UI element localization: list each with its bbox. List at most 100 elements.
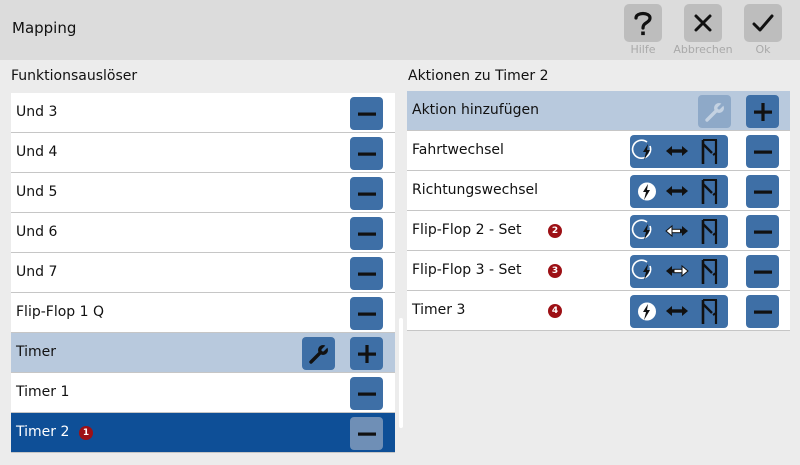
trigger-label: Und 4 [16, 144, 58, 160]
add-timer-button[interactable] [350, 337, 383, 370]
railway-signal-icon [701, 259, 718, 284]
help-button[interactable]: Hilfe [613, 4, 673, 60]
action-label: Richtungswechsel [412, 182, 539, 198]
trigger-label: Timer 2 [16, 424, 70, 440]
action-row[interactable]: Flip-Flop 3 - Set 3 [407, 251, 790, 291]
header-bar: Mapping Hilfe Abbrechen Ok [0, 0, 800, 60]
action-label: Fahrtwechsel [412, 142, 504, 158]
bidirectional-arrow-icon [666, 146, 688, 156]
lightning-icon [631, 139, 652, 160]
remove-trigger-button[interactable] [350, 177, 383, 210]
ok-button[interactable]: Ok [733, 4, 793, 60]
arrow-right-icon [666, 264, 689, 278]
minus-icon [357, 312, 376, 316]
action-mapping-button[interactable] [630, 255, 728, 288]
mapping-icons [638, 299, 718, 324]
ok-label: Ok [755, 43, 771, 56]
add-action-row[interactable]: Aktion hinzufügen [407, 91, 790, 131]
trigger-label: Und 3 [16, 104, 58, 120]
minus-icon [753, 230, 772, 234]
number-badge: 3 [548, 264, 562, 278]
triggers-list: Und 3 Und 4 Und 5 Und 6 Und 7 Flip-Flop … [11, 93, 395, 453]
minus-icon [753, 190, 772, 194]
wrench-icon [308, 343, 329, 364]
bidirectional-arrow-icon [666, 186, 688, 196]
add-action-button[interactable] [746, 95, 779, 128]
lightning-circle-icon [638, 182, 656, 201]
railway-signal-icon [701, 219, 718, 244]
remove-action-button[interactable] [746, 255, 779, 288]
action-row[interactable]: Richtungswechsel [407, 171, 790, 211]
minus-icon [357, 152, 376, 156]
trigger-row[interactable]: Und 4 [11, 133, 395, 173]
minus-icon [753, 270, 772, 274]
trigger-row-selected[interactable]: Timer 2 1 [11, 413, 395, 453]
help-label: Hilfe [630, 43, 656, 56]
remove-action-button[interactable] [746, 215, 779, 248]
action-mapping-button[interactable] [630, 135, 728, 168]
action-row[interactable]: Fahrtwechsel [407, 131, 790, 171]
remove-trigger-button[interactable] [350, 297, 383, 330]
minus-icon [357, 272, 376, 276]
plus-icon [753, 102, 772, 121]
remove-trigger-button[interactable] [350, 137, 383, 170]
cancel-button[interactable]: Abbrechen [673, 4, 733, 60]
page-title: Mapping [12, 19, 77, 37]
trigger-group-timer[interactable]: Timer [11, 333, 395, 373]
close-icon [694, 14, 712, 32]
action-mapping-button[interactable] [630, 175, 728, 208]
remove-trigger-button[interactable] [350, 417, 383, 450]
checkmark-icon [752, 14, 774, 32]
remove-action-button[interactable] [746, 135, 779, 168]
mapping-icons [631, 139, 718, 164]
remove-action-button[interactable] [746, 175, 779, 208]
mapping-icons [631, 259, 718, 284]
mapping-icons [638, 179, 718, 204]
lightning-icon [631, 259, 652, 280]
action-label: Timer 3 [412, 302, 466, 318]
remove-trigger-button[interactable] [350, 97, 383, 130]
trigger-row[interactable]: Und 5 [11, 173, 395, 213]
action-label: Flip-Flop 2 - Set [412, 222, 522, 238]
lightning-icon [631, 219, 652, 240]
actions-list: Aktion hinzufügen Fahrtwechsel [407, 91, 790, 331]
minus-icon [357, 112, 376, 116]
lightning-circle-icon [638, 302, 656, 321]
action-mapping-button[interactable] [630, 215, 728, 248]
railway-signal-icon [701, 179, 718, 204]
remove-trigger-button[interactable] [350, 377, 383, 410]
action-row[interactable]: Timer 3 4 [407, 291, 790, 331]
remove-action-button[interactable] [746, 295, 779, 328]
number-badge: 4 [548, 304, 562, 318]
action-mapping-button[interactable] [630, 295, 728, 328]
minus-icon [753, 150, 772, 154]
plus-icon [357, 344, 376, 363]
number-badge: 1 [79, 426, 93, 440]
number-badge: 2 [548, 224, 562, 238]
trigger-row[interactable]: Flip-Flop 1 Q [11, 293, 395, 333]
railway-signal-icon [701, 299, 718, 324]
configure-timer-button[interactable] [302, 337, 335, 370]
action-row[interactable]: Flip-Flop 2 - Set 2 [407, 211, 790, 251]
minus-icon [357, 232, 376, 236]
help-icon [634, 11, 652, 36]
trigger-row[interactable]: Und 6 [11, 213, 395, 253]
action-label: Flip-Flop 3 - Set [412, 262, 522, 278]
trigger-row[interactable]: Und 7 [11, 253, 395, 293]
minus-icon [357, 432, 376, 436]
configure-action-button [698, 95, 731, 128]
trigger-label: Und 5 [16, 184, 58, 200]
minus-icon [753, 310, 772, 314]
arrow-left-icon [665, 224, 688, 238]
mapping-icons [631, 219, 718, 244]
triggers-scrollbar[interactable] [399, 318, 403, 428]
remove-trigger-button[interactable] [350, 217, 383, 250]
remove-trigger-button[interactable] [350, 257, 383, 290]
add-action-label: Aktion hinzufügen [412, 102, 539, 118]
trigger-row[interactable]: Und 3 [11, 93, 395, 133]
trigger-label: Und 7 [16, 264, 58, 280]
trigger-row[interactable]: Timer 1 [11, 373, 395, 413]
minus-icon [357, 192, 376, 196]
railway-signal-icon [701, 139, 718, 164]
trigger-label: Und 6 [16, 224, 58, 240]
